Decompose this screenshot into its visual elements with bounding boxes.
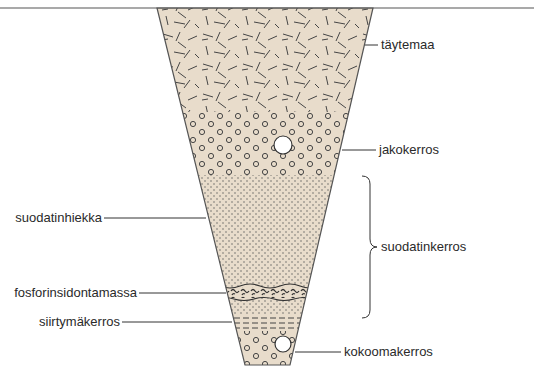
layer-label: suodatinhiekka bbox=[15, 210, 102, 226]
layer-label: suodatinkerros bbox=[381, 239, 466, 255]
layer-label: fosforinsidontamassa bbox=[14, 285, 137, 301]
layer-label: täytemaa bbox=[381, 37, 434, 53]
layer-label: kokoomakerros bbox=[344, 344, 433, 360]
layer-label: jakokerros bbox=[379, 142, 439, 158]
layer-label: siirtymäkerros bbox=[39, 314, 120, 330]
